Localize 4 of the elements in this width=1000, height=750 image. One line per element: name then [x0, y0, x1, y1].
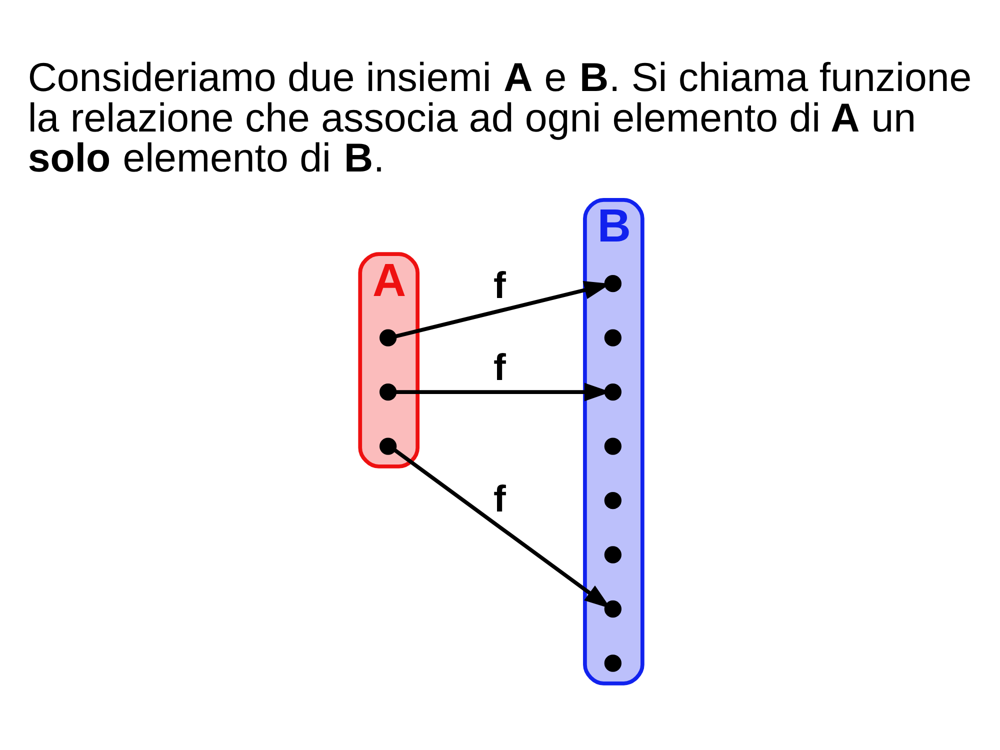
edge-label: f: [493, 346, 506, 388]
edge-label: f: [493, 264, 506, 306]
edge-label: f: [493, 478, 506, 520]
diagram-title: Consideriamo due insiemi A e B. Si chiama funzione la relazione che associa ad ogni elemento di A un solo elemento di B.: [27, 55, 972, 181]
